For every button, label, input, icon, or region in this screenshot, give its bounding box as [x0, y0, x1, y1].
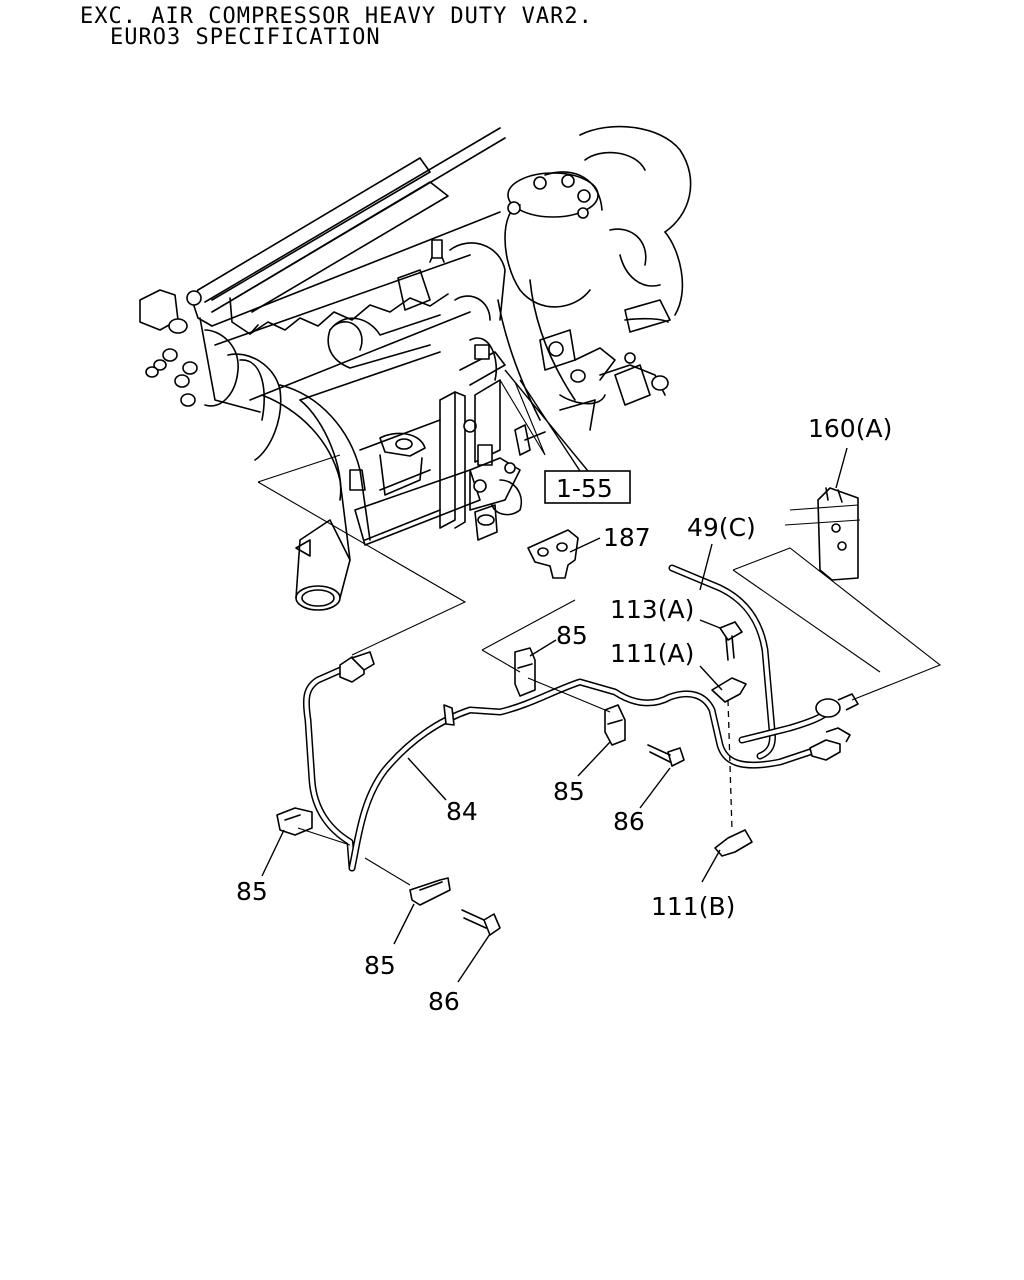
callout-1-55-box — [544, 470, 631, 504]
engine-assembly — [139, 125, 692, 611]
callout-86-mid: 86 — [613, 807, 645, 836]
callout-85-upper: 85 — [556, 621, 588, 650]
callout-111a: 111(A) — [610, 639, 694, 668]
callout-111b: 111(B) — [651, 892, 735, 921]
callout-160a: 160(A) — [808, 414, 892, 443]
callout-84: 84 — [446, 797, 478, 826]
callout-1-55: 1-55 — [556, 474, 613, 503]
callout-85-lower: 85 — [364, 951, 396, 980]
diagram-title-line-2: EURO3 SPECIFICATION — [110, 25, 381, 50]
pipe-assembly — [257, 379, 942, 936]
callout-85-mid: 85 — [553, 777, 585, 806]
callout-187: 187 — [603, 523, 651, 552]
callout-86-lower: 86 — [428, 987, 460, 1016]
callout-49c: 49(C) — [687, 513, 756, 542]
diagram-title-line-1: EXC. AIR COMPRESSOR HEAVY DUTY VAR2. — [80, 4, 593, 29]
callout-85-left: 85 — [236, 877, 268, 906]
callouts: 1-55 160(A) 187 49(C) 113(A) 111(A) 85 8… — [236, 369, 892, 1016]
callout-113a: 113(A) — [610, 595, 694, 624]
